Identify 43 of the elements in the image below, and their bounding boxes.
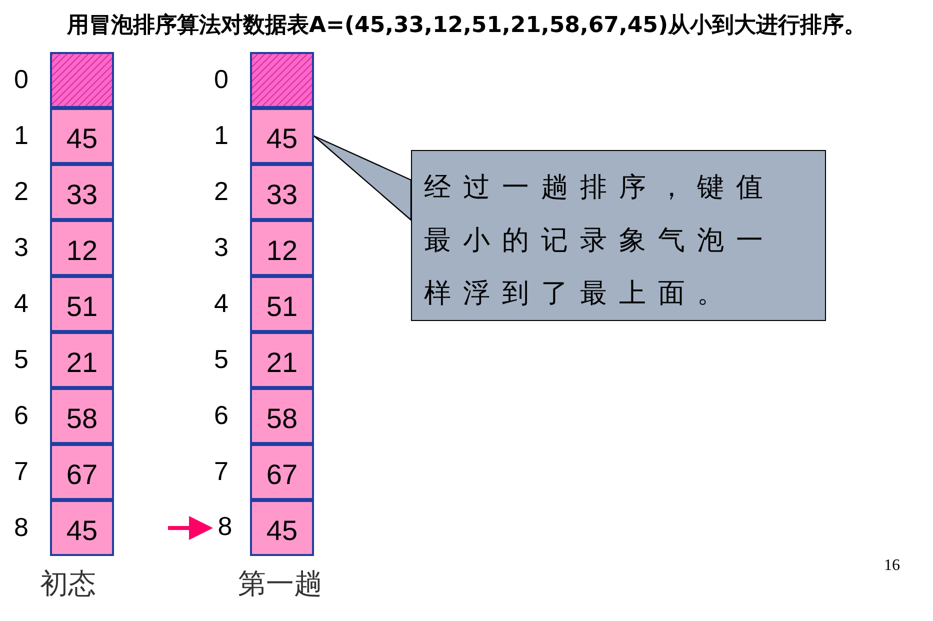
index-number: 3 — [214, 232, 228, 263]
index-number: 3 — [14, 232, 28, 263]
array-cell: 67 — [250, 444, 314, 500]
index-number: 5 — [14, 344, 28, 375]
index-number: 4 — [214, 288, 228, 319]
page-number: 16 — [884, 557, 900, 575]
index-number: 8 — [210, 508, 240, 554]
array-cell: 45 — [50, 108, 114, 164]
index-number: 1 — [14, 120, 28, 151]
array-cell: 12 — [250, 220, 314, 276]
array-cell: 33 — [50, 164, 114, 220]
array-cell: 58 — [250, 388, 314, 444]
arrow — [168, 516, 213, 540]
index-number: 2 — [214, 176, 228, 207]
empty-cell — [250, 52, 314, 108]
array-cell: 67 — [50, 444, 114, 500]
index-number: 1 — [214, 120, 228, 151]
index-number: 2 — [14, 176, 28, 207]
array-cell: 45 — [50, 500, 114, 556]
callout-box: 经过一趟排序，键值最小的记录象气泡一样浮到了最上面。 — [411, 150, 826, 321]
index-number: 0 — [14, 64, 28, 95]
array-cell: 51 — [50, 276, 114, 332]
column-caption: 第一趟 — [238, 567, 322, 601]
empty-cell — [50, 52, 114, 108]
column-caption: 初态 — [40, 567, 96, 601]
array-cell: 45 — [250, 500, 314, 556]
index-number: 7 — [214, 456, 228, 487]
index-number: 5 — [214, 344, 228, 375]
index-number: 6 — [14, 400, 28, 431]
index-number: 4 — [14, 288, 28, 319]
array-cell: 33 — [250, 164, 314, 220]
title: 用冒泡排序算法对数据表A=(45,33,12,51,21,58,67,45)从小到大进行排序。 — [66, 12, 867, 40]
index-number: 6 — [214, 400, 228, 431]
index-number: 7 — [14, 456, 28, 487]
array-cell: 51 — [250, 276, 314, 332]
array-cell: 12 — [50, 220, 114, 276]
array-cell: 21 — [50, 332, 114, 388]
array-cell: 45 — [250, 108, 314, 164]
index-number: 0 — [214, 64, 228, 95]
callout-pointer — [313, 135, 412, 222]
array-cell: 58 — [50, 388, 114, 444]
array-cell: 21 — [250, 332, 314, 388]
index-number: 8 — [14, 512, 28, 543]
